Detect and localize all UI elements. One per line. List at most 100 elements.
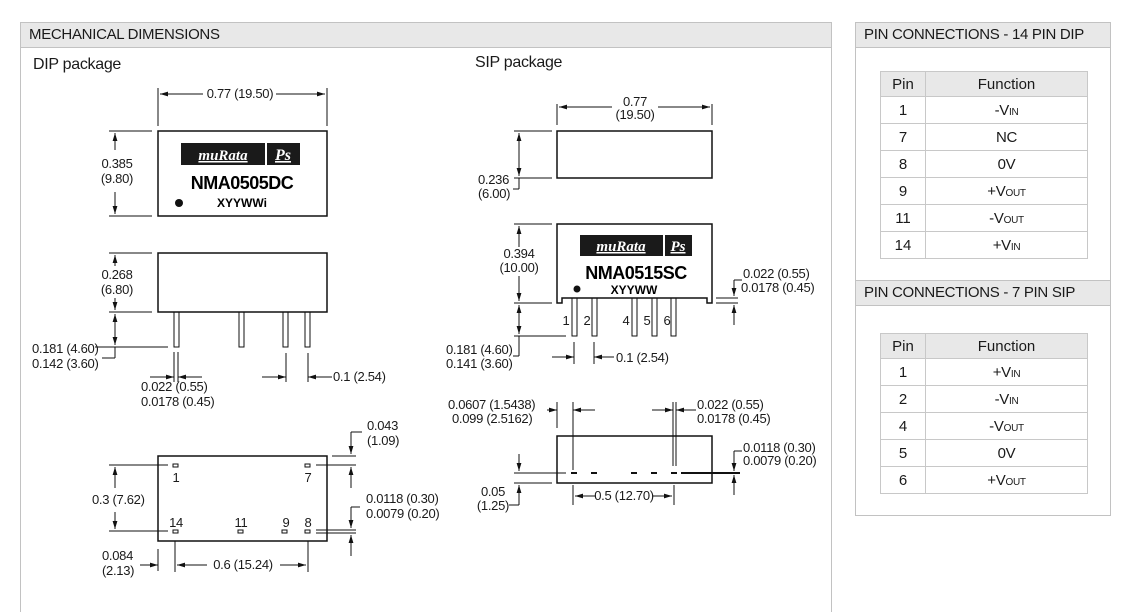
pin-function: 0V [925, 439, 1088, 467]
dip-pin-length-min: 0.142 (3.60) [32, 356, 99, 371]
dip-side-view [95, 252, 332, 382]
sip-date-code: XYYWW [611, 283, 658, 297]
table-row: 14+VIN [880, 231, 1088, 259]
sip-width-mm: (19.50) [615, 107, 654, 122]
sip-height-in: 0.394 [503, 246, 534, 261]
sip-first-pin-min: 0.099 (2.5162) [452, 411, 532, 426]
function-symbol: V [1001, 236, 1011, 254]
dip-pad-offset-mm: (1.09) [367, 433, 399, 448]
dip-height-mm: (9.80) [101, 171, 133, 186]
pin-function: 0V [925, 150, 1088, 178]
sip-package-title: SIP package [475, 54, 563, 71]
dip-pad-thick-min: 0.0079 (0.20) [366, 506, 439, 521]
function-sign: - [994, 390, 1000, 408]
dip-pin-label: 1 [173, 470, 180, 485]
pin-connections-dip-header: PIN CONNECTIONS - 14 PIN DIP [856, 23, 1110, 48]
dip-pad-offset-in: 0.043 [367, 418, 398, 433]
sip-standoff-min: 0.0178 (0.45) [741, 280, 814, 295]
table-row: 11-VOUT [880, 204, 1088, 232]
sip-pin1-marker-icon [573, 285, 581, 293]
dip-pin-label: 7 [305, 470, 312, 485]
dip-side-height-in: 0.268 [101, 267, 132, 282]
function-sign: - [994, 101, 1000, 119]
dip-pin-pitch: 0.1 (2.54) [333, 369, 386, 384]
sip-logo-suffix: Ps [671, 239, 686, 255]
function-subscript: IN [1010, 241, 1021, 253]
dip-date-code: XYYWWi [217, 196, 267, 210]
table-row: 9+VOUT [880, 177, 1088, 205]
dip-top-view [109, 88, 328, 217]
dip-pin-label: 11 [235, 515, 248, 530]
dip-row-spacing: 0.3 (7.62) [92, 492, 145, 507]
col-function: Function [925, 333, 1088, 359]
sip-pin-thick-max: 0.0118 (0.30) [743, 440, 815, 455]
pin-function: +VOUT [925, 466, 1088, 494]
pin-function: -VOUT [925, 412, 1088, 440]
pin-number: 6 [880, 466, 926, 494]
pin-function: -VOUT [925, 204, 1088, 232]
sip-pin-width-min: 0.0178 (0.45) [697, 411, 770, 426]
sip-pin-label: 2 [584, 313, 591, 328]
function-subscript: IN [1009, 395, 1019, 407]
function-sign: + [992, 236, 1002, 254]
dip-row-length: 0.6 (15.24) [213, 557, 273, 572]
sip-part-number: NMA0515SC [585, 263, 687, 283]
dip-pin-width-max: 0.022 (0.55) [141, 379, 208, 394]
sip-thickness-in: 0.236 [478, 172, 509, 187]
sip-standoff-max: 0.022 (0.55) [743, 266, 810, 281]
pin-number: 4 [880, 412, 926, 440]
sip-pin-label: 5 [644, 313, 651, 328]
sip-bottom-view [509, 402, 742, 506]
pin-number: 1 [880, 96, 926, 124]
sip-front-view [513, 223, 742, 364]
dip-pin-label: 8 [305, 515, 312, 530]
dip-width-dim: 0.77 (19.50) [207, 86, 274, 101]
pin-number: 14 [880, 231, 926, 259]
pin-number: 5 [880, 439, 926, 467]
col-pin: Pin [880, 333, 926, 359]
dip-logo-suffix: Ps [274, 147, 291, 164]
sip-logo-text: muRata [596, 239, 646, 255]
col-function: Function [925, 71, 1088, 97]
pin-function: -VIN [925, 96, 1088, 124]
pin-function: -VIN [925, 385, 1088, 413]
sip-width-in: 0.77 [623, 94, 647, 109]
pin-connections-sip-header: PIN CONNECTIONS - 7 PIN SIP [856, 281, 1110, 306]
sip-thickness-mm: (6.00) [478, 186, 510, 201]
pin-function: +VIN [925, 231, 1088, 259]
pin-function: +VOUT [925, 177, 1088, 205]
sip-pin-length-min: 0.141 (3.60) [446, 356, 513, 371]
function-subscript: IN [1010, 368, 1021, 380]
function-symbol: V [999, 390, 1009, 408]
dip-murata-logo: muRata Ps [181, 143, 300, 165]
function-subscript: OUT [1003, 422, 1025, 434]
dip-edge-offset-in: 0.084 [102, 548, 133, 563]
function-subscript: OUT [1005, 187, 1026, 199]
pin-number: 9 [880, 177, 926, 205]
dip-edge-offset-mm: (2.13) [102, 563, 134, 578]
dip-pin-label: 9 [283, 515, 290, 530]
mechanical-dimensions-panel: MECHANICAL DIMENSIONS DIP package SIP pa… [20, 22, 832, 612]
function-symbol: V [993, 209, 1004, 227]
pin-function: +VIN [925, 358, 1088, 386]
sip-pin-label: 4 [623, 313, 630, 328]
pin-number: 1 [880, 358, 926, 386]
col-pin: Pin [880, 71, 926, 97]
sip-pin-width-max: 0.022 (0.55) [697, 397, 764, 412]
pin-number: 7 [880, 123, 926, 151]
sip-top-view [513, 104, 713, 190]
sip-row-length: 0.5 (12.70) [594, 488, 654, 503]
dip-height-in: 0.385 [101, 156, 132, 171]
dip-pin-label: 14 [169, 515, 183, 530]
function-symbol: V [995, 182, 1006, 200]
mechanical-dimensions-header: MECHANICAL DIMENSIONS [21, 23, 831, 48]
pin-connections-dip-panel: PIN CONNECTIONS - 14 PIN DIP Pin Functio… [855, 22, 1111, 280]
function-subscript: OUT [1003, 214, 1025, 226]
dip-pin-width-min: 0.0178 (0.45) [141, 394, 214, 409]
function-sign: + [987, 471, 996, 489]
function-sign: + [987, 182, 996, 200]
function-subscript: IN [1009, 106, 1019, 118]
